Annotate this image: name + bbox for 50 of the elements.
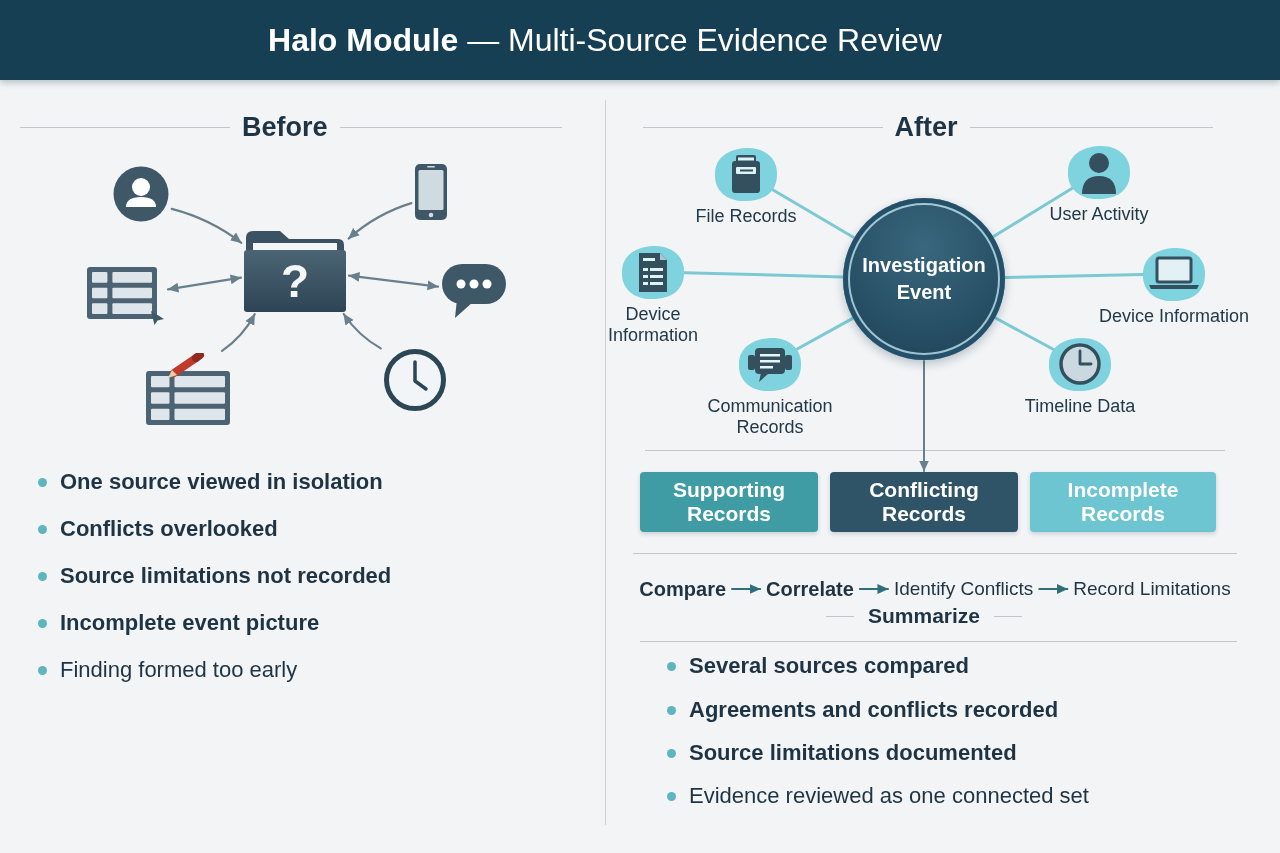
bullet-text: One source viewed in isolation [60, 468, 383, 496]
connector-line [991, 185, 1076, 239]
category-box: Incomplete Records [1030, 472, 1216, 532]
node-label: Timeline Data [1023, 396, 1137, 417]
arrow [731, 584, 762, 594]
arrow [858, 584, 889, 594]
double-arrow [166, 274, 243, 293]
connector-line [794, 316, 855, 352]
bullet-text: Incomplete event picture [60, 609, 320, 637]
process-step: Compare [639, 576, 727, 602]
arrow [221, 313, 256, 352]
bullet-text: Several sources compared [689, 652, 970, 680]
title: Halo Module — Multi-Source Evidence Review [268, 21, 942, 59]
connector-line [1003, 273, 1145, 279]
chat-icon [441, 263, 507, 319]
bullet-text: Source limitations not recorded [60, 562, 392, 590]
bullet-text: Evidence reviewed as one connected set [689, 782, 1089, 810]
double-arrow [347, 271, 440, 291]
node-label: User Activity [1048, 204, 1150, 225]
arrow [919, 360, 929, 472]
arrow [1038, 584, 1069, 594]
section-heading: After [894, 111, 958, 143]
node-label: Communication Records [706, 396, 834, 438]
arrow [342, 312, 382, 350]
arrow [170, 207, 243, 244]
connector-line [682, 271, 845, 279]
step-label: Summarize [868, 603, 981, 629]
node-label: Device Information [606, 304, 699, 346]
bullet-text: Finding formed too early [60, 656, 298, 684]
table-icon [87, 267, 165, 325]
bullet-text: Source limitations documented [689, 739, 1017, 767]
section-heading: Before [242, 111, 328, 143]
process-step: Identify Conflicts [893, 576, 1034, 602]
smartphone-icon [414, 163, 448, 221]
question-mark: ? [280, 257, 310, 305]
category-box: Conflicting Records [830, 472, 1018, 532]
event-circle: Investigation Event [843, 198, 1005, 360]
clock-icon [383, 348, 447, 412]
arrow [347, 202, 413, 240]
connector-line [769, 187, 856, 240]
table-with-pen-icon [146, 353, 230, 425]
category-box: Supporting Records [640, 472, 818, 532]
process-step: Correlate [766, 576, 854, 602]
process-step: Record Limitations [1073, 576, 1231, 602]
bullet-text: Agreements and conflicts recorded [689, 696, 1059, 724]
node-label: Device Information [1097, 306, 1251, 327]
connector-line [993, 316, 1056, 352]
user-icon [113, 166, 169, 222]
bullet-text: Conflicts overlooked [60, 515, 278, 543]
node-label: File Records [694, 206, 798, 227]
